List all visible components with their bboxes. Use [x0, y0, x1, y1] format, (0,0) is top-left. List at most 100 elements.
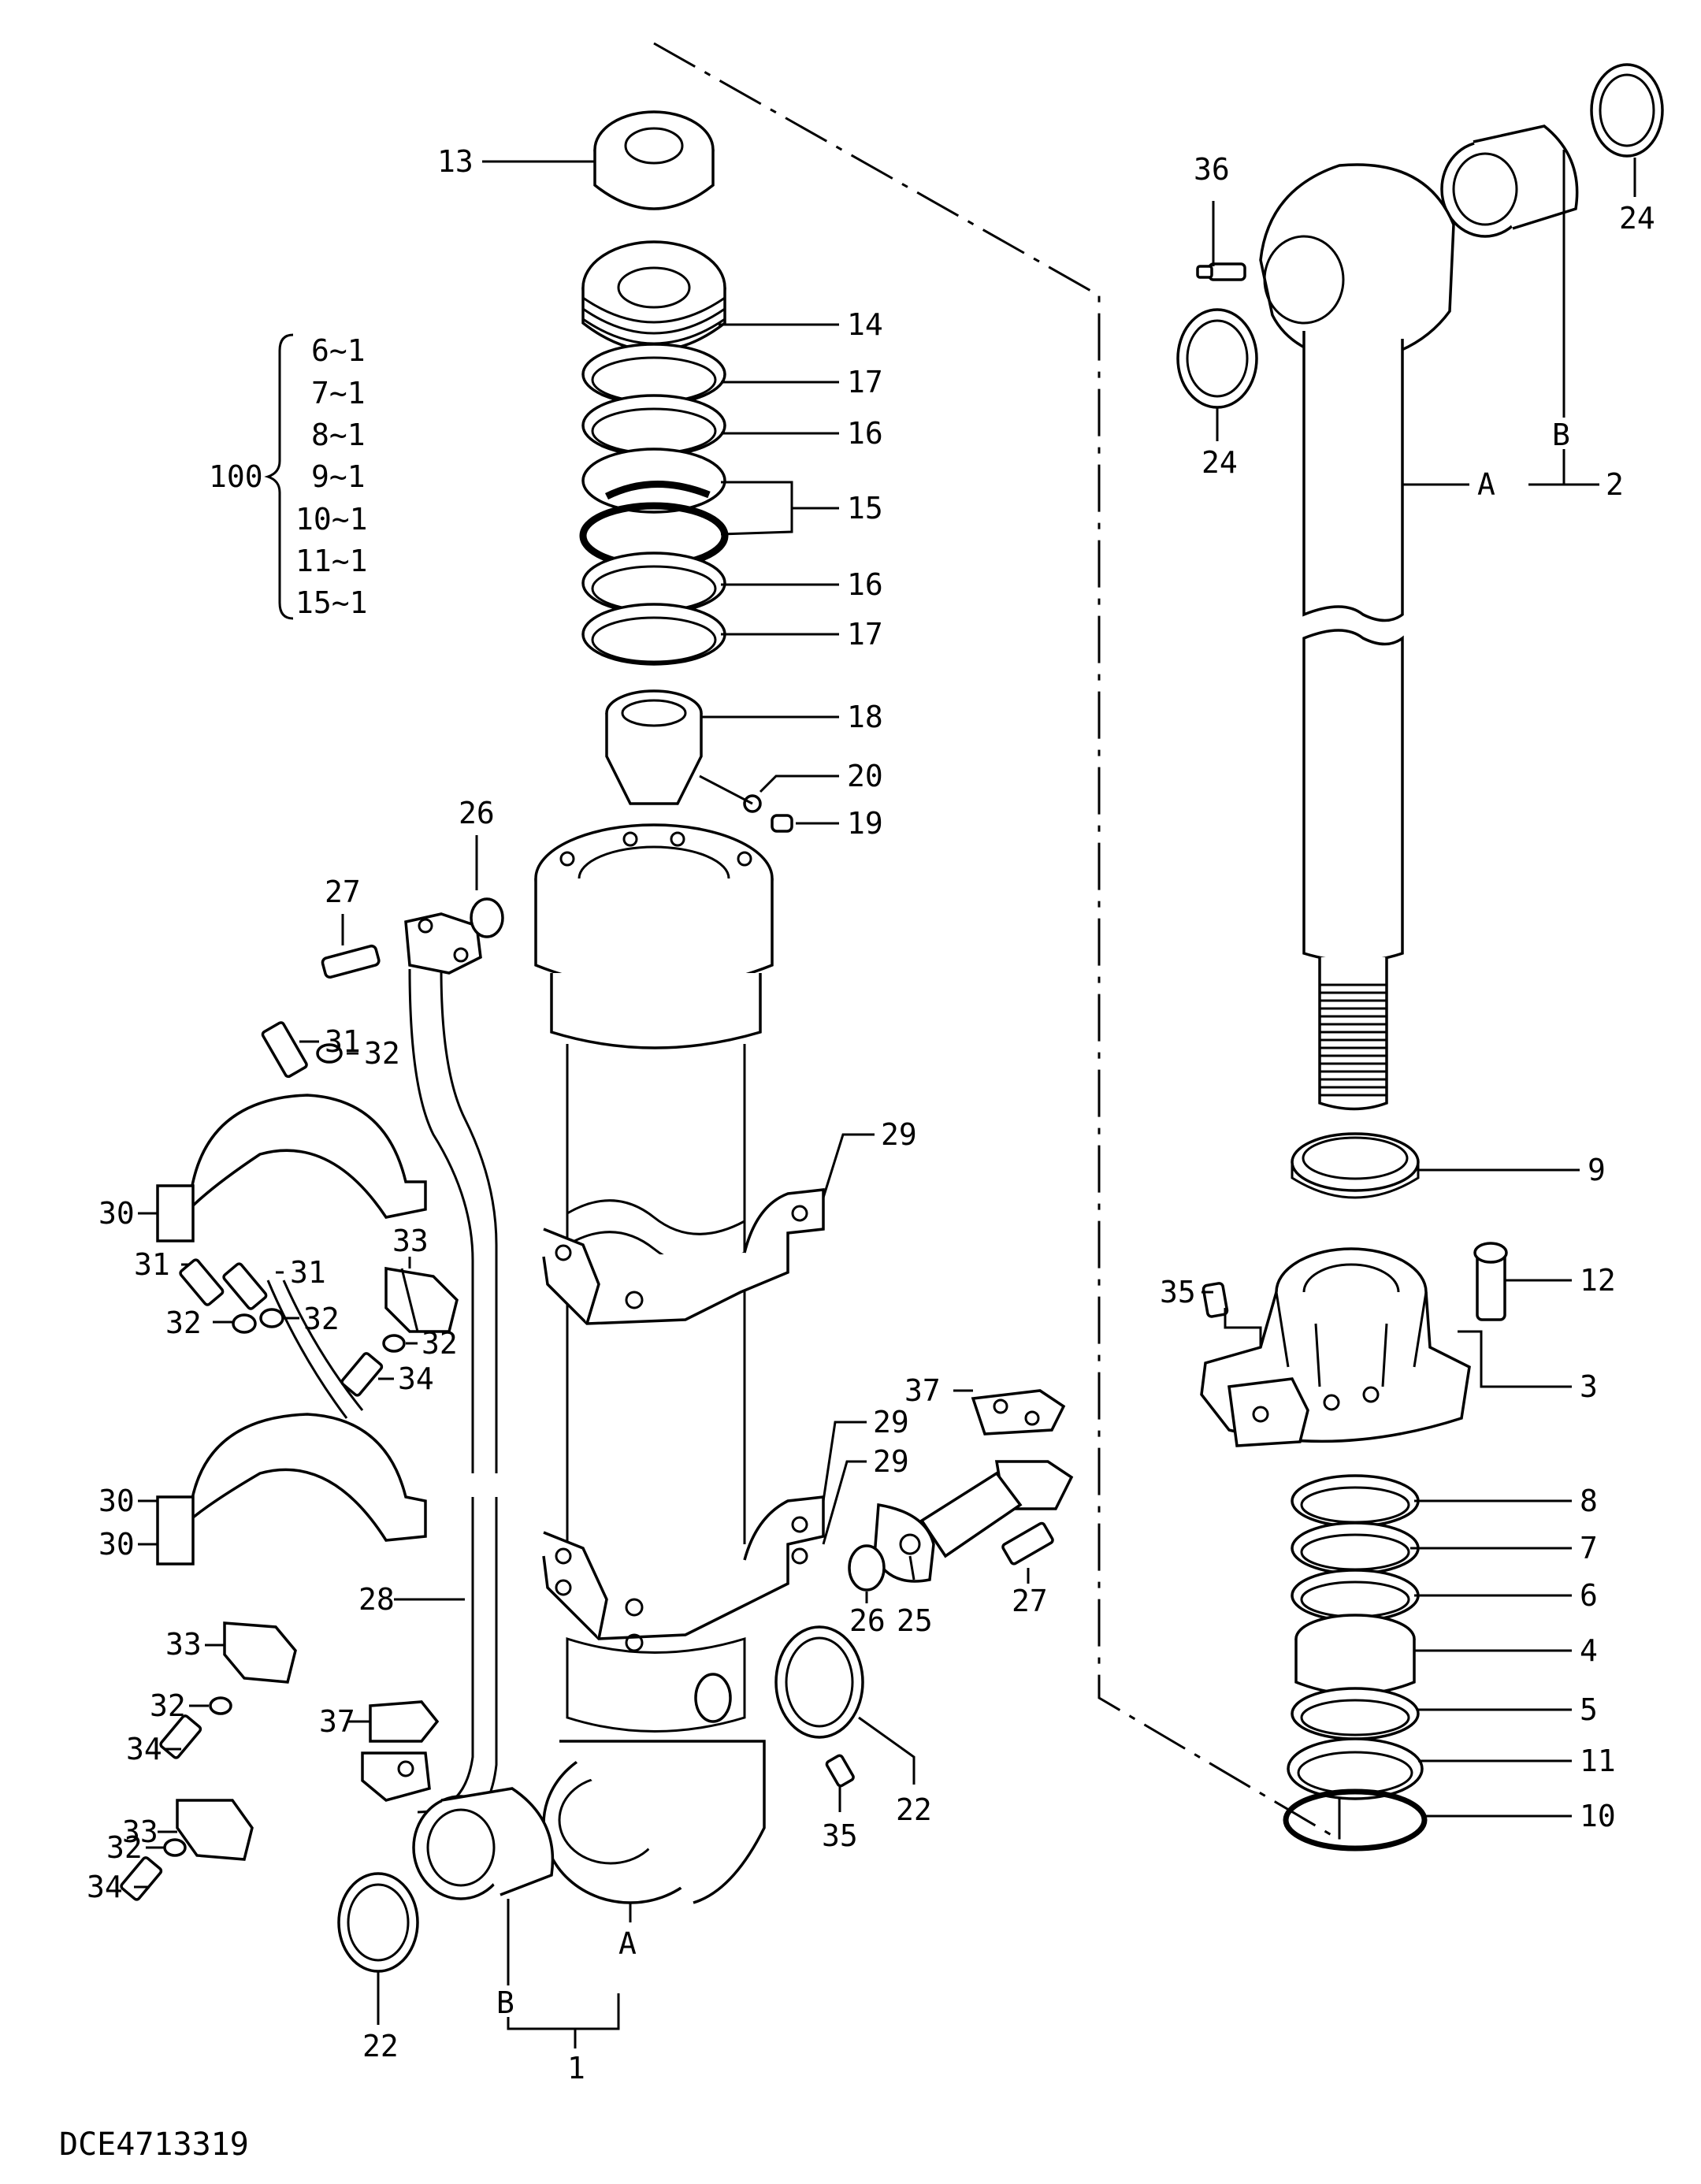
- callout-26: 26: [459, 796, 495, 830]
- callout-7: 7: [1580, 1531, 1598, 1566]
- callout-37: 37: [319, 1704, 355, 1739]
- part-27-elbow-flange: [321, 897, 504, 979]
- leader-lines: [134, 150, 1636, 2048]
- callout-27: 27: [325, 875, 361, 909]
- kit-item: 7~1: [311, 376, 366, 410]
- callout-11: 11: [1580, 1744, 1616, 1778]
- part-20-ball-19-set-screw: [743, 794, 793, 833]
- callout-31: 31: [290, 1255, 326, 1290]
- callout-29: 29: [881, 1117, 917, 1152]
- callout-10: 10: [1580, 1799, 1616, 1833]
- part-35-grease-nipple-lower: [825, 1754, 855, 1788]
- callout-18: 18: [847, 700, 883, 734]
- callout-24: 24: [1201, 445, 1238, 480]
- part-24-dust-seal-left: [1176, 308, 1258, 409]
- callout-16: 16: [847, 416, 883, 451]
- callout-A: A: [1477, 467, 1495, 502]
- callout-27: 27: [1012, 1584, 1048, 1618]
- callout-31: 31: [325, 1024, 361, 1059]
- callout-20: 20: [847, 759, 883, 793]
- callout-5: 5: [1580, 1692, 1598, 1727]
- kit-list: 100 6~1 7~1 8~1 9~1 10~1 11~1 15~1: [209, 333, 368, 620]
- callout-1: 1: [567, 2051, 585, 2086]
- callout-34: 34: [398, 1361, 434, 1396]
- callout-16: 16: [847, 567, 883, 602]
- part-18-piston-nut: [605, 689, 703, 805]
- callout-14: 14: [847, 307, 883, 342]
- part-36-grease-nipple: [1196, 262, 1246, 281]
- callout-2: 2: [1606, 467, 1624, 502]
- callout-30: 30: [98, 1484, 135, 1518]
- part-37-split-flange-lower: [361, 1700, 440, 1802]
- part-12-socket-bolt: [1473, 1242, 1508, 1321]
- part-bushing-B-upper: [1440, 124, 1579, 238]
- callout-13: 13: [437, 144, 474, 179]
- callout-32: 32: [364, 1036, 400, 1071]
- callout-30: 30: [98, 1527, 135, 1562]
- part-13-wiper-ring: [593, 110, 715, 210]
- part-37-split-flange-upper: [971, 1389, 1066, 1436]
- callout-26: 26: [849, 1603, 886, 1638]
- callout-31: 31: [134, 1247, 170, 1282]
- callout-25: 25: [897, 1603, 933, 1638]
- callout-33: 33: [392, 1224, 429, 1258]
- cylinder-tube-body: [534, 823, 774, 1904]
- callout-3: 3: [1580, 1369, 1598, 1404]
- part-33-32-34-lower-blocks: [120, 1621, 297, 1901]
- callout-15: 15: [847, 491, 883, 526]
- kit-bracket: [264, 333, 294, 620]
- callout-32: 32: [106, 1830, 143, 1865]
- part-3-piston: [1200, 1247, 1471, 1447]
- kit-item: 6~1: [311, 333, 366, 368]
- callout-37: 37: [904, 1373, 941, 1408]
- callout-A: A: [618, 1926, 637, 1961]
- part-29-30-lower-clamp: [156, 1413, 825, 1652]
- part-9-cushion-ring: [1291, 1132, 1420, 1199]
- callout-17: 17: [847, 365, 883, 399]
- callout-34: 34: [87, 1870, 123, 1904]
- callout-12: 12: [1580, 1263, 1616, 1298]
- callout-19: 19: [847, 806, 883, 841]
- callout-32: 32: [165, 1306, 202, 1340]
- callout-29: 29: [873, 1405, 909, 1439]
- callout-34: 34: [126, 1732, 162, 1766]
- callout-32: 32: [422, 1326, 458, 1361]
- callout-29: 29: [873, 1444, 909, 1479]
- callout-28: 28: [358, 1582, 395, 1617]
- callout-35: 35: [1160, 1275, 1196, 1309]
- callout-22: 22: [896, 1792, 932, 1827]
- part-2-piston-rod: [1259, 163, 1455, 1111]
- callout-B: B: [496, 1985, 514, 2020]
- kit-item: 15~1: [295, 585, 368, 620]
- callout-35: 35: [822, 1818, 858, 1853]
- kit-item: 11~1: [295, 544, 368, 578]
- part-31-32-bolts-washers: [179, 1021, 406, 1397]
- part-25-pipe-assembly: [848, 1460, 1074, 1592]
- callout-33: 33: [165, 1627, 202, 1662]
- part-33-block-upper: [384, 1266, 459, 1333]
- callout-labels: 13 14 17 16 15 16 17 18 20 19 26 27 31 3…: [87, 144, 1655, 2086]
- part-8-7-6-4-5-11-10-piston-seals: [1283, 1474, 1428, 1852]
- callout-36: 36: [1194, 152, 1230, 187]
- part-17-16-15-seals: [579, 343, 729, 666]
- callout-24: 24: [1619, 201, 1655, 236]
- callout-17: 17: [847, 617, 883, 652]
- callout-33: 33: [122, 1814, 158, 1849]
- callout-30: 30: [98, 1196, 135, 1231]
- callout-22: 22: [362, 2029, 399, 2063]
- part-bushing-B-lower: [412, 1787, 555, 1900]
- callout-9: 9: [1588, 1153, 1606, 1187]
- kit-item: 8~1: [311, 418, 366, 452]
- part-24-dust-seal-top: [1590, 63, 1664, 158]
- kit-item: 9~1: [311, 459, 366, 494]
- callout-32: 32: [150, 1688, 186, 1723]
- assembly-dash-line: [653, 42, 1341, 1842]
- part-14-cylinder-head: [581, 240, 726, 352]
- callout-B: B: [1552, 418, 1570, 452]
- drawing-code: DCE4713319: [59, 2126, 249, 2163]
- kit-number: 100: [209, 459, 263, 494]
- callout-32: 32: [303, 1302, 340, 1336]
- part-29-30-upper-clamp: [156, 1094, 825, 1325]
